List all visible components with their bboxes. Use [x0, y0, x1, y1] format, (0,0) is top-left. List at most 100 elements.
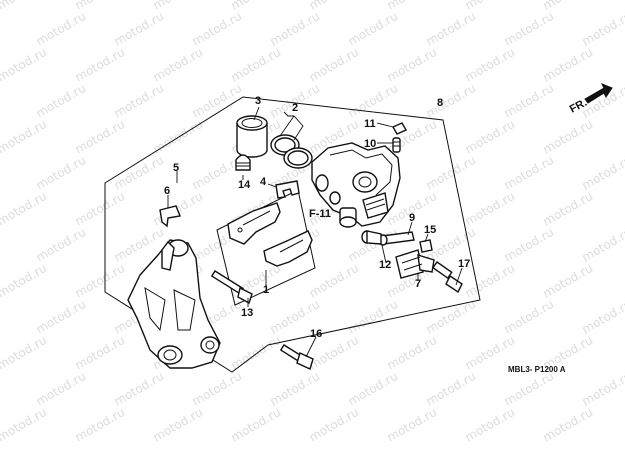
watermark-text: motod.ru — [463, 405, 518, 445]
piston — [236, 115, 268, 158]
watermark-text: motod.ru — [541, 261, 596, 301]
caliper-pin-lower — [395, 249, 435, 279]
watermark-text: motod.ru — [502, 297, 557, 337]
assembly-frame — [104, 96, 481, 373]
caliper-pin-upper — [378, 231, 415, 246]
watermark-text: motod.ru — [112, 153, 167, 193]
callout-9: 9 — [409, 212, 415, 224]
watermark-text: motod.ru — [0, 405, 49, 445]
pad-spring — [275, 180, 300, 199]
reference-f11: F-11 — [309, 208, 331, 220]
watermark-text: motod.ru — [34, 153, 89, 193]
watermark-text: motod.ru — [541, 45, 596, 85]
watermark-text: motod.ru — [112, 369, 167, 409]
brake-pad-front — [227, 202, 281, 245]
watermark-text: motod.ru — [346, 297, 401, 337]
callout-6: 6 — [164, 185, 170, 197]
callout-10: 10 — [364, 138, 376, 150]
watermark-text: motod.ru — [463, 189, 518, 229]
caliper-bracket — [127, 239, 221, 369]
watermark-text: motod.ru — [268, 9, 323, 49]
callout-13: 13 — [241, 307, 253, 319]
watermark-text: motod.ru — [580, 153, 625, 193]
callout-7: 7 — [415, 278, 421, 290]
watermark-text: motod.ru — [502, 369, 557, 409]
watermark-text: motod.ru — [34, 369, 89, 409]
watermark-text: motod.ru — [0, 117, 49, 157]
callout-2: 2 — [292, 102, 298, 114]
callout-8: 8 — [437, 97, 443, 109]
watermark-text: motod.ru — [541, 117, 596, 157]
pad-retainer-clip — [159, 205, 181, 228]
caliper-pin-bolt — [432, 261, 463, 294]
watermark-text: motod.ru — [268, 369, 323, 409]
watermark-text: motod.ru — [34, 297, 89, 337]
callouts: 3 2 14 4 5 6 11 10 8 F-11 9 15 12 7 17 1… — [164, 95, 470, 340]
watermark-text: motod.ru — [73, 333, 128, 373]
watermark-text: motod.ru — [151, 405, 206, 445]
watermark-text: motod.ru — [0, 0, 49, 13]
watermark-text: motod.ru — [34, 81, 89, 121]
pin-boot-upper — [361, 230, 382, 245]
watermark-text: motod.ru — [424, 297, 479, 337]
watermark-text: motod.ru — [502, 9, 557, 49]
bracket-bolt-13 — [210, 270, 253, 305]
watermark-text: motod.ru — [385, 333, 440, 373]
caliper-boot — [235, 154, 251, 171]
watermark-text: motod.ru — [73, 405, 128, 445]
watermark-text: motod.ru — [229, 333, 284, 373]
watermark-text: motod.ru — [0, 333, 49, 373]
watermark-text: motod.ru — [0, 189, 49, 229]
watermark-text: motod.ru — [424, 369, 479, 409]
watermark-text: motod.ru — [385, 405, 440, 445]
watermark-text: motod.ru — [73, 45, 128, 85]
bleeder-cap — [392, 122, 407, 135]
caliper-body — [311, 142, 401, 228]
callout-14: 14 — [238, 179, 251, 191]
callout-1: 1 — [263, 284, 269, 296]
callout-4: 4 — [260, 176, 267, 188]
watermark-text: motod.ru — [580, 369, 625, 409]
brake-pad-rear — [263, 230, 313, 267]
callout-17: 17 — [458, 258, 470, 270]
leader-lines — [167, 106, 463, 358]
watermark-text: motod.ru — [112, 81, 167, 121]
watermark-text: motod.ru — [307, 45, 362, 85]
watermark-text: motod.ru — [73, 117, 128, 157]
callout-15: 15 — [424, 224, 436, 236]
watermark-text: motod.ru — [580, 297, 625, 337]
watermark-text: motod.ru — [346, 369, 401, 409]
watermark-text: motod.ru — [424, 9, 479, 49]
watermark-text: motod.ru — [424, 81, 479, 121]
watermark-text: motod.ru — [0, 261, 49, 301]
watermark-text: motod.ru — [346, 9, 401, 49]
watermark-text: motod.ru — [580, 225, 625, 265]
watermark-text: motod.ru — [346, 81, 401, 121]
callout-5: 5 — [173, 162, 179, 174]
watermark-text: motod.ru — [385, 45, 440, 85]
watermark-text: motod.ru — [541, 189, 596, 229]
pin-boot-small — [419, 239, 433, 253]
watermark-text: motod.ru — [190, 369, 245, 409]
piston-seals — [270, 134, 313, 169]
diagram-code: MBL3- P1200 A — [508, 365, 566, 374]
callout-3: 3 — [255, 95, 261, 107]
watermark-text: motod.ru — [502, 81, 557, 121]
watermark-text: motod.ru — [463, 261, 518, 301]
watermark-text: motod.ru — [541, 405, 596, 445]
bleeder-screw — [392, 137, 401, 153]
watermark-text: motod.ru — [346, 225, 401, 265]
watermark-text: motod.ru — [502, 153, 557, 193]
callout-12: 12 — [379, 259, 391, 271]
watermark-text: motod.ru — [307, 405, 362, 445]
watermark-text: motod.ru — [0, 45, 49, 85]
watermark-text: motod.ru — [190, 9, 245, 49]
watermark-text: motod.ru — [34, 225, 89, 265]
watermark-text: motod.ru — [502, 225, 557, 265]
watermark-text: motod.ru — [34, 9, 89, 49]
watermark-text: motod.ru — [229, 261, 284, 301]
watermark-text: motod.ru — [112, 9, 167, 49]
watermark-text: motod.ru — [463, 45, 518, 85]
